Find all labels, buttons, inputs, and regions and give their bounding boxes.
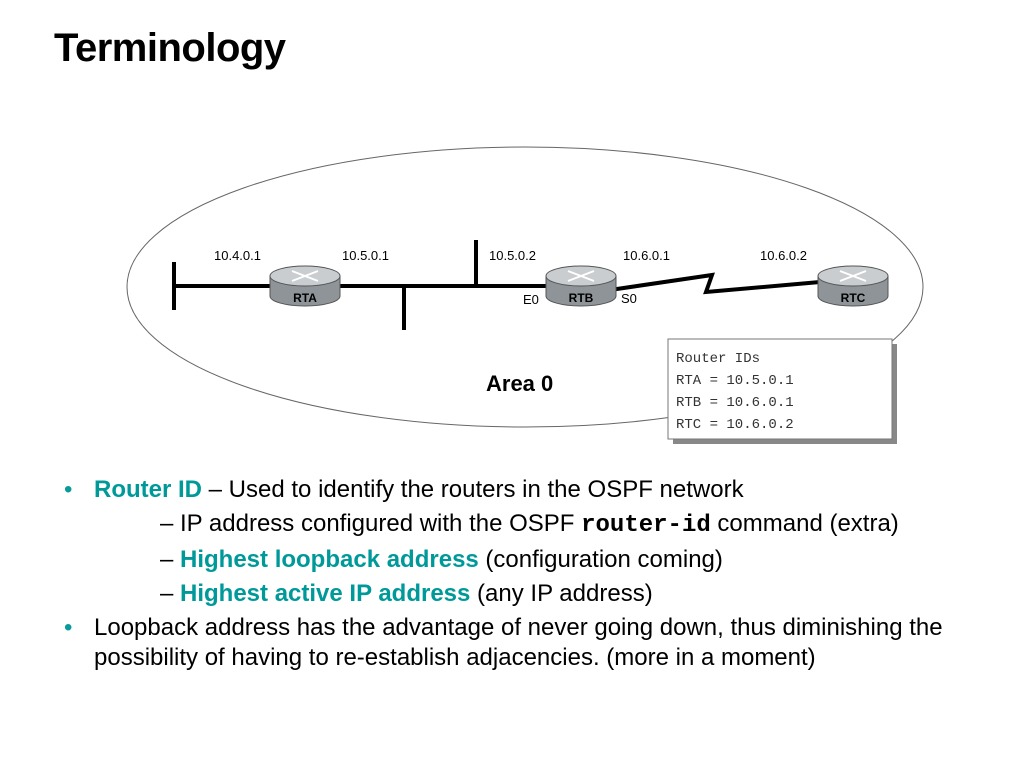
term-highest-active-ip: Highest active IP address [180,580,471,607]
ip-label: 10.5.0.2 [489,248,536,263]
ip-label: 10.4.0.1 [214,248,261,263]
bullet-loopback: • Loopback address has the advantage of … [64,613,994,673]
term-router-id: Router ID [94,476,202,503]
router-label-rtc: RTC [841,291,866,305]
bullet-list: • Router ID – Used to identify the route… [64,475,994,677]
router-rtb-icon: RTB [545,265,617,307]
router-label-rta: RTA [293,291,317,305]
sub-bullet: – Highest loopback address (configuratio… [94,545,994,575]
router-rtc-icon: RTC [817,265,889,307]
bullet-dot-icon: • [64,476,73,503]
router-rta-icon: RTA [269,265,341,307]
serial-link [609,272,821,295]
term-highest-loopback: Highest loopback address [180,546,479,573]
router-ids-box: Router IDs RTA = 10.5.0.1 RTB = 10.6.0.1… [667,338,897,444]
dash: – [160,546,181,573]
bullet-dot-icon: • [64,614,73,641]
bullet-text: – Used to identify the routers in the OS… [202,476,744,503]
router-id-line: RTB = 10.6.0.1 [676,395,794,411]
sub-text: IP address configured with the OSPF [180,510,582,537]
ip-label: 10.5.0.1 [342,248,389,263]
sub-text: command (extra) [710,510,899,537]
router-id-line: RTA = 10.5.0.1 [676,373,794,389]
area-boundary [126,146,924,428]
slide-title: Terminology [54,26,286,70]
ospf-diagram: RTA RTB RTC 10.4.0.1 10.5.0.1 10.5.0.2 1… [126,146,924,444]
dash: – [160,510,181,537]
sub-text: (any IP address) [470,580,653,607]
area-label: Area 0 [486,371,553,396]
interface-label-s0: S0 [621,291,637,306]
router-ids-heading: Router IDs [676,351,760,367]
dash: – [160,580,181,607]
bullet-router-id: • Router ID – Used to identify the route… [64,475,994,609]
command-code: router-id [581,512,711,539]
router-id-line: RTC = 10.6.0.2 [676,417,794,433]
sub-bullet: – Highest active IP address (any IP addr… [94,579,994,609]
ip-label: 10.6.0.1 [623,248,670,263]
bullet-text: Loopback address has the advantage of ne… [94,614,943,671]
sub-text: (configuration coming) [478,546,723,573]
sub-bullet: – IP address configured with the OSPF ro… [94,509,994,541]
router-label-rtb: RTB [569,291,594,305]
interface-label-e0: E0 [523,292,539,307]
ip-label: 10.6.0.2 [760,248,807,263]
